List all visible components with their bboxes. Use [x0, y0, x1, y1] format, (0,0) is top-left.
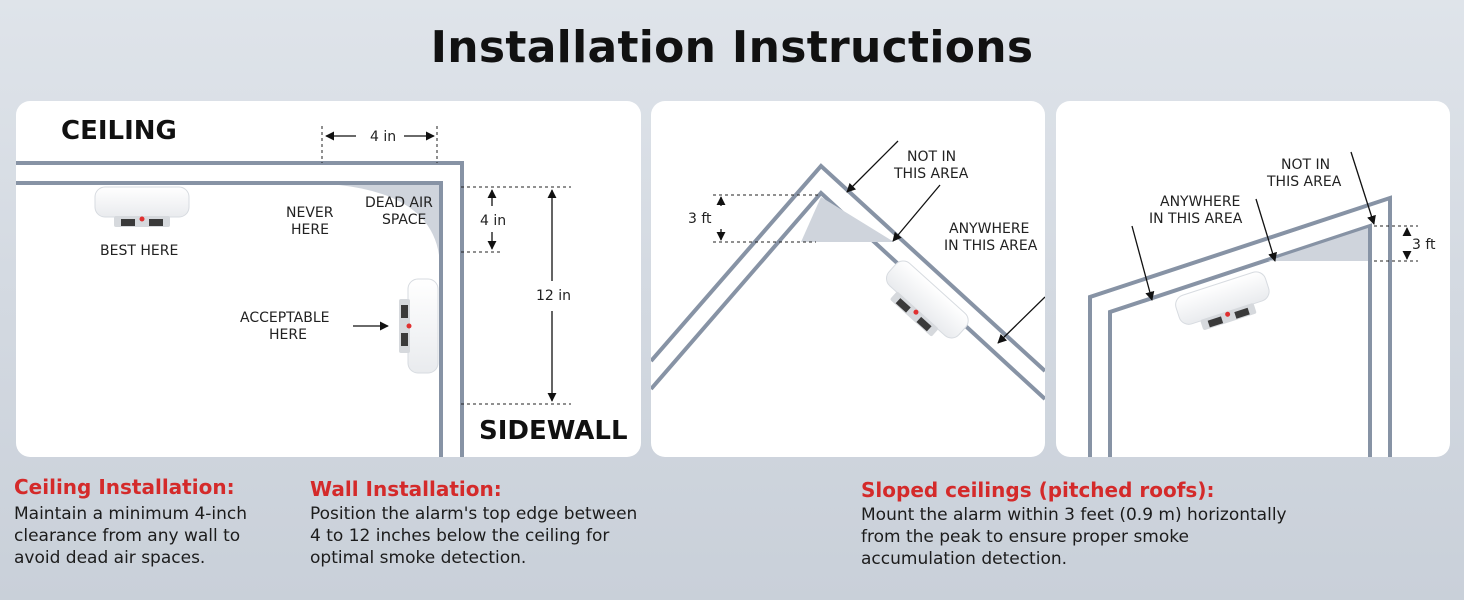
slope-not-in-line1: NOT IN: [1281, 157, 1330, 173]
ceiling-wall-diagram: CEILING SIDEWALL 4 in 4 in 12 in BEST HE…: [16, 101, 641, 457]
ceiling-installation-title: Ceiling Installation:: [14, 475, 235, 499]
wall-smoke-alarm: [399, 278, 439, 374]
slope-dead-zone: [1268, 228, 1368, 261]
sidewall-label: SIDEWALL: [479, 416, 628, 446]
wall-installation-text: Position the alarm's top edge between 4 …: [310, 504, 638, 568]
sloped-smoke-alarm: [885, 260, 969, 339]
peak-dead-zone: [801, 197, 894, 242]
slope-inner-line: [1108, 223, 1372, 457]
dim-4in-top: 4 in: [370, 129, 396, 145]
slope-not-in-line2: THIS AREA: [1266, 174, 1342, 190]
acceptable-here-line2: HERE: [269, 327, 307, 343]
dead-air-zone: [339, 185, 439, 255]
dim-3ft-slope: 3 ft: [1412, 237, 1436, 253]
not-in-area-line2: THIS AREA: [893, 166, 969, 182]
dead-air-line2: SPACE: [382, 212, 426, 228]
dim-3ft-peak: 3 ft: [688, 211, 712, 227]
sloped-ceilings-title: Sloped ceilings (pitched roofs):: [861, 478, 1215, 502]
wall-installation-title: Wall Installation:: [310, 477, 502, 501]
roof-inner-line: [651, 190, 1045, 401]
roof-outer-line: [651, 163, 1045, 373]
ceiling-label: CEILING: [61, 116, 177, 146]
peaked-ceiling-diagram: 3 ft NOT IN THIS AREA ANYWHERE IN THIS A…: [651, 101, 1045, 457]
slope-smoke-alarm: [1175, 271, 1270, 331]
dim-4in-side: 4 in: [480, 213, 506, 229]
ceiling-wall-inner: [16, 181, 443, 457]
slope-anywhere-line1: ANYWHERE: [1160, 194, 1240, 210]
ceiling-smoke-alarm: [94, 186, 190, 227]
anywhere-line2: IN THIS AREA: [944, 238, 1038, 254]
ceiling-installation-text: Maintain a minimum 4-inch clearance from…: [14, 504, 248, 568]
never-here-line1: NEVER: [286, 205, 334, 221]
anywhere-line1: ANYWHERE: [949, 221, 1029, 237]
acceptable-here-line1: ACCEPTABLE: [240, 310, 329, 326]
page-title: Installation Instructions: [430, 22, 1034, 73]
dim-12in: 12 in: [536, 288, 571, 304]
dead-air-line1: DEAD AIR: [365, 195, 433, 211]
best-here-label: BEST HERE: [100, 243, 178, 259]
slope-outer-line: [1088, 195, 1392, 457]
never-here-line2: HERE: [291, 222, 329, 238]
ceiling-wall-outer: [16, 161, 464, 457]
slope-anywhere-line2: IN THIS AREA: [1149, 211, 1243, 227]
sloped-ceilings-text: Mount the alarm within 3 feet (0.9 m) ho…: [861, 505, 1287, 569]
not-in-area-line1: NOT IN: [907, 149, 956, 165]
sloped-ceiling-diagram: 3 ft NOT IN THIS AREA ANYWHERE IN THIS A…: [1056, 101, 1450, 457]
